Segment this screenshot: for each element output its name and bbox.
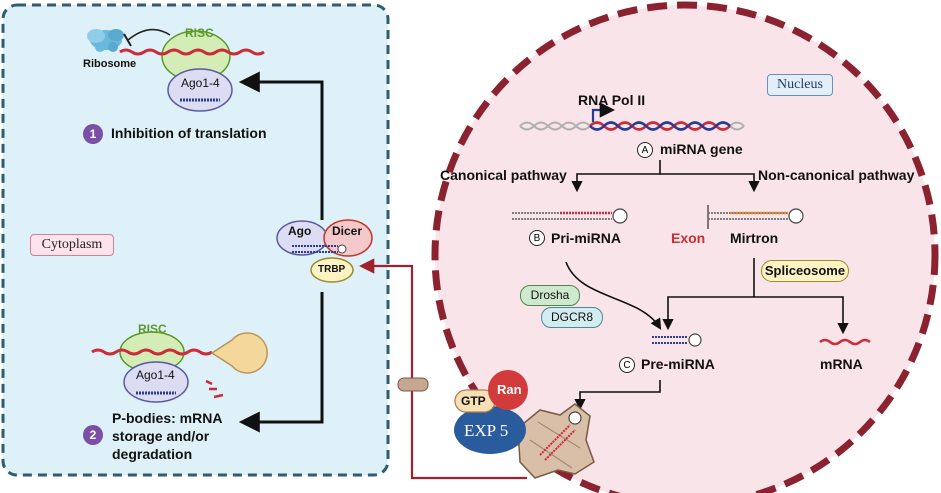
cytoplasm-label: Cytoplasm — [30, 234, 114, 256]
arrow-to-translation-inhibition — [238, 71, 324, 220]
ran-label: Ran — [497, 382, 522, 397]
ribosome-label: Ribosome — [83, 58, 137, 70]
mrna-product-strand — [819, 338, 871, 346]
pri-letter-badge: B — [529, 230, 545, 246]
arrow-mirtron-to-pre — [662, 296, 754, 331]
ago-label-top: Ago1-4 — [181, 76, 220, 90]
mrna-strand-bottom — [91, 348, 213, 356]
exported-hairpin-icon — [539, 411, 582, 461]
step-1-badge: 1 — [83, 124, 103, 144]
pri-mirna-label: Pri-miRNA — [551, 230, 622, 246]
dicer-label: Dicer — [332, 224, 363, 238]
step-2-line-3: degradation — [112, 446, 193, 462]
exp5-label: EXP 5 — [464, 421, 509, 440]
pri-mirna-hairpin-icon — [512, 208, 628, 224]
noncanonical-label: Non-canonical pathway — [758, 167, 915, 183]
inhibition-bar — [123, 33, 132, 47]
arrow-canonical — [571, 160, 661, 193]
export-arrow — [358, 258, 527, 480]
exonuclease-icon — [210, 332, 268, 374]
pre-letter-badge: C — [619, 357, 635, 373]
dgcr8-label: DGCR8 — [541, 307, 603, 328]
mrna-label: mRNA — [820, 356, 863, 372]
exp5-shape — [454, 406, 526, 454]
ago-label-bottom: Ago1-4 — [136, 368, 175, 382]
pre-mirna-hairpin-icon — [652, 333, 702, 347]
mirna-duplex-cyto — [292, 245, 338, 253]
exon-label: Exon — [671, 230, 706, 246]
step-2-line-2: storage and/or — [112, 428, 210, 444]
step-2-line-1: P-bodies: mRNA — [112, 410, 223, 426]
gtp-label: GTP — [461, 394, 486, 408]
rna-pol-label: RNA Pol II — [578, 92, 646, 108]
trbp-label: TRBP — [318, 264, 346, 275]
ago-complex-label: Ago — [288, 224, 312, 238]
ribosome-icon — [87, 29, 124, 52]
trbp-shape — [310, 257, 354, 283]
nucleus-label: Nucleus — [767, 74, 833, 96]
mirna-gene-label: miRNA gene — [660, 141, 743, 157]
membrane-capsule — [397, 377, 429, 392]
arrow-noncanonical — [660, 173, 760, 193]
inhibition-line — [127, 28, 171, 41]
arrow-pre-to-pore — [574, 380, 661, 411]
step-2-badge: 2 — [83, 425, 103, 445]
degraded-rna-fragments — [205, 379, 224, 399]
dna-helix-icon — [519, 121, 745, 131]
gene-letter-badge: A — [637, 142, 653, 158]
risc-label-top: RISC — [185, 26, 214, 40]
mrna-strand-top — [119, 48, 265, 56]
mirtron-hairpin-icon — [707, 205, 804, 229]
spliceosome-label: Spliceosome — [761, 260, 849, 282]
arrow-pri-to-pre — [565, 261, 662, 330]
duplex-loop-cyto — [337, 244, 347, 254]
arrow-mirtron-to-mrna — [754, 296, 849, 335]
arrow-to-p-bodies — [238, 292, 324, 433]
canonical-label: Canonical pathway — [440, 167, 567, 183]
pre-mirna-label: Pre-miRNA — [641, 356, 715, 372]
promoter-arrow-icon — [591, 102, 616, 122]
drosha-label: Drosha — [520, 285, 580, 306]
mirtron-label: Mirtron — [730, 230, 779, 246]
ran-shape — [488, 370, 528, 410]
step-1-text: Inhibition of translation — [111, 125, 267, 141]
risc-label-bottom: RISC — [138, 322, 167, 336]
cytoplasm-compartment — [1, 3, 390, 477]
